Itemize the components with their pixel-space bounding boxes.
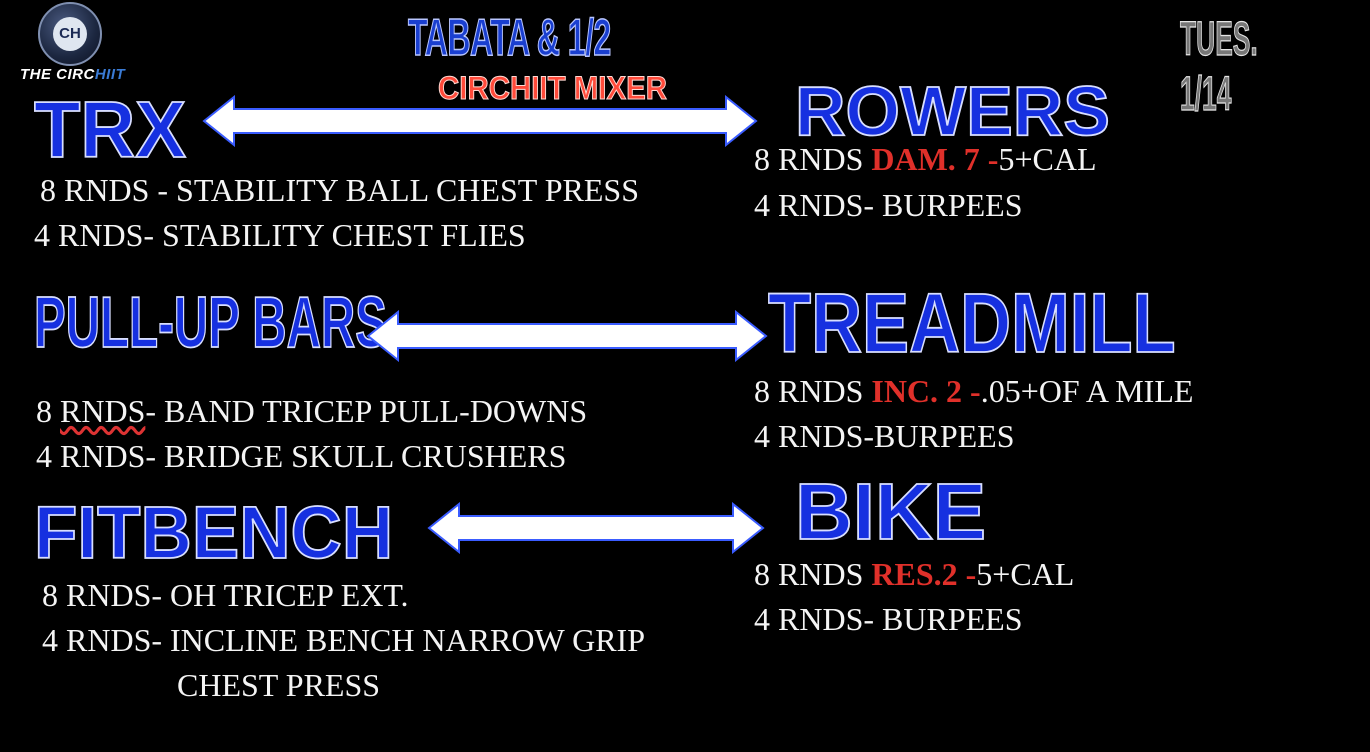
pullup-line-1: 8 RNDS- BAND TRICEP PULL-DOWNS	[36, 395, 587, 427]
treadmill-line-1-pre: 8 RNDS	[754, 373, 872, 409]
page-title: TABATA & 1/2	[408, 8, 612, 68]
workout-date: TUES. 1/14	[1180, 12, 1258, 121]
logo-text-b: HIIT	[94, 66, 126, 83]
double-arrow-icon	[202, 95, 758, 147]
bike-line-1-post: 5+CAL	[976, 556, 1075, 592]
pullup-line-1-b: RNDS	[60, 393, 146, 429]
bike-line-1-red: RES.2 -	[871, 556, 977, 592]
trx-line-1: 8 RNDS - STABILITY BALL CHEST PRESS	[40, 172, 639, 208]
rowers-line-1-red: DAM. 7 -	[871, 141, 999, 177]
logo-text-prefix: THE	[20, 66, 57, 83]
rowers-line-1-post: 5+CAL	[998, 141, 1097, 177]
pullup-line-1-c: - BAND TRICEP PULL-DOWNS	[145, 393, 588, 429]
logo-mark: CH	[53, 17, 87, 51]
fitbench-line-2: 4 RNDS- INCLINE BENCH NARROW GRIP	[42, 622, 645, 658]
station-rowers: ROWERS	[794, 72, 1111, 150]
fitbench-line-1: 8 RNDS- OH TRICEP EXT.	[42, 577, 409, 613]
double-arrow-icon	[427, 502, 765, 554]
rowers-line-2: 4 RNDS- BURPEES	[754, 187, 1023, 223]
page-subtitle: CIRCHIIT MIXER	[438, 70, 668, 107]
logo-text: THE CIRCHIIT	[20, 66, 125, 83]
station-trx: TRX	[33, 85, 187, 174]
trx-line-2: 4 RNDS- STABILITY CHEST FLIES	[34, 217, 526, 253]
double-arrow-icon	[366, 310, 768, 362]
bike-line-1-pre: 8 RNDS	[754, 556, 872, 592]
treadmill-line-1: 8 RNDS INC. 2 -.05+OF A MILE	[754, 375, 1193, 407]
treadmill-line-2: 4 RNDS-BURPEES	[754, 418, 1015, 454]
treadmill-line-1-post: .05+OF A MILE	[980, 373, 1194, 409]
pullup-line-2: 4 RNDS- BRIDGE SKULL CRUSHERS	[36, 438, 567, 474]
station-treadmill: TREADMILL	[767, 276, 1176, 370]
treadmill-line-1-red: INC. 2 -	[871, 373, 981, 409]
bike-line-1: 8 RNDS RES.2 -5+CAL	[754, 558, 1074, 590]
station-pullup-bars: PULL-UP BARS	[33, 283, 387, 363]
fitbench-line-3: CHEST PRESS	[177, 667, 381, 703]
rowers-line-1-pre: 8 RNDS	[754, 141, 872, 177]
logo-text-a: CIRC	[56, 66, 95, 83]
bike-line-2: 4 RNDS- BURPEES	[754, 601, 1023, 637]
circhiit-logo: CH	[38, 2, 102, 66]
station-bike: BIKE	[794, 467, 987, 556]
rowers-line-1: 8 RNDS DAM. 7 -5+CAL	[754, 143, 1096, 175]
pullup-line-1-a: 8	[36, 393, 60, 429]
station-fitbench: FITBENCH	[33, 491, 394, 574]
